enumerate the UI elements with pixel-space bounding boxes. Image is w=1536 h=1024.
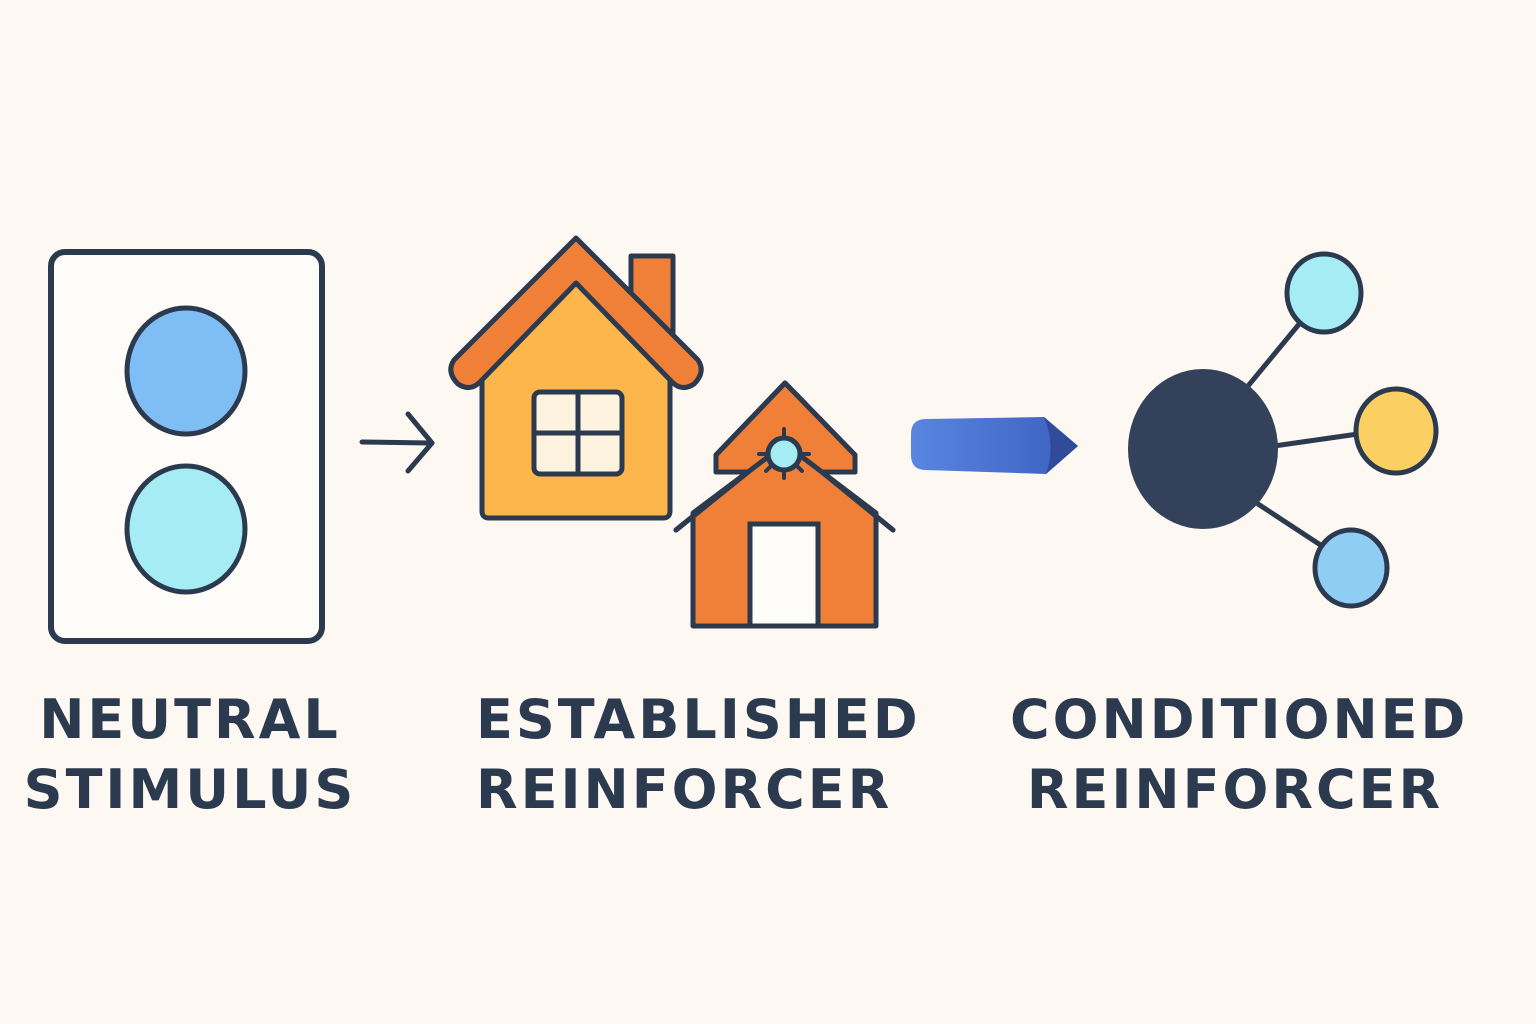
network-node-icon — [1128, 251, 1439, 609]
barn-icon — [673, 380, 896, 629]
node-yellow — [1353, 386, 1439, 476]
houses-icon — [448, 235, 896, 629]
stage-label-conditioned-reinforcer: CONDITIONED REINFORCER — [1010, 685, 1469, 825]
label-line-2: REINFORCER — [476, 758, 893, 821]
thin-arrow-icon — [359, 411, 435, 474]
label-line-1: CONDITIONED — [1010, 688, 1469, 751]
cyan-circle — [124, 463, 248, 595]
label-line-1: NEUTRAL — [39, 688, 341, 751]
large-house-icon — [448, 235, 704, 521]
label-line-1: ESTABLISHED — [476, 688, 921, 751]
thick-pencil-arrow-icon — [911, 417, 1078, 474]
label-line-2: REINFORCER — [1026, 758, 1444, 821]
node-cyan — [1284, 251, 1364, 335]
stage-label-neutral-stimulus: NEUTRAL STIMULUS — [20, 685, 360, 825]
label-line-2: STIMULUS — [23, 758, 357, 821]
panel-with-two-circles-icon — [48, 249, 325, 644]
node-blue — [1312, 527, 1390, 609]
stage-label-established-reinforcer: ESTABLISHED REINFORCER — [476, 685, 921, 825]
barn-door — [747, 521, 821, 629]
blue-circle — [124, 305, 248, 437]
hub-node — [1128, 369, 1278, 529]
